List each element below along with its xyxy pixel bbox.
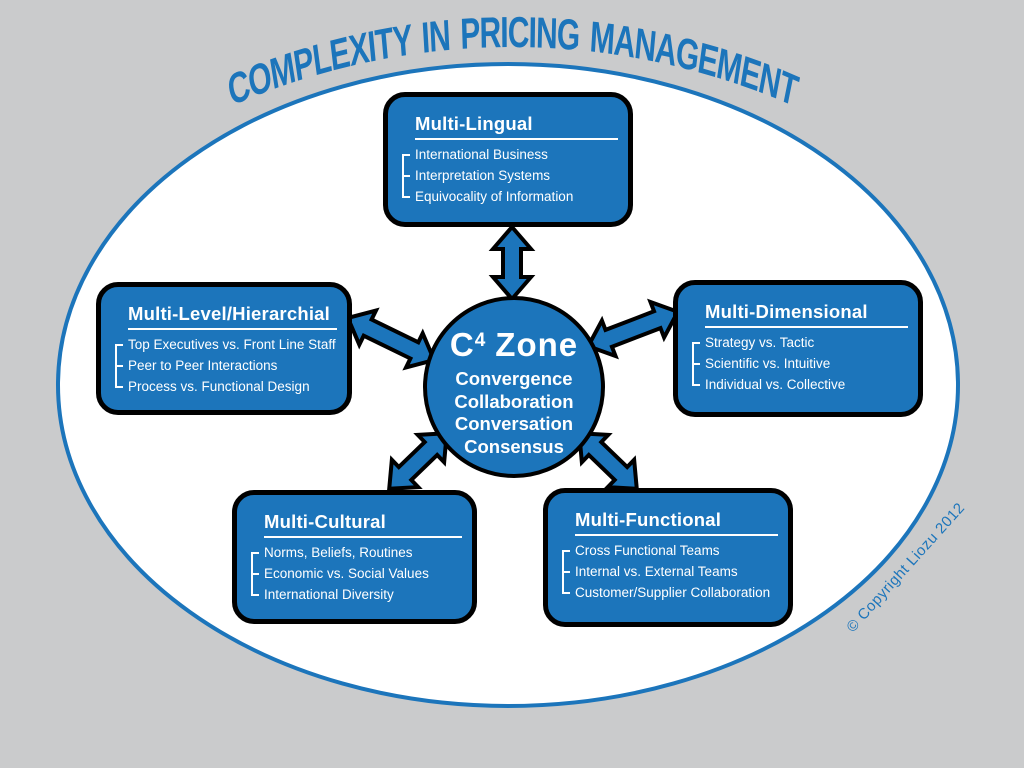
box-item: Top Executives vs. Front Line Staff xyxy=(115,334,341,355)
box-item-list: Top Executives vs. Front Line Staff Peer… xyxy=(115,334,341,397)
box-item: Norms, Beliefs, Routines xyxy=(251,542,466,563)
c4-letter: C xyxy=(449,326,475,363)
box-item-list: Strategy vs. Tactic Scientific vs. Intui… xyxy=(692,332,912,395)
box-title: Multi-Functional xyxy=(575,509,778,536)
box-item-list: International Business Interpretation Sy… xyxy=(402,144,622,207)
box-title: Multi-Lingual xyxy=(415,113,618,140)
c4-zone-item: Collaboration xyxy=(454,390,574,412)
box-item: International Business xyxy=(402,144,622,165)
double-arrow-bottom-left xyxy=(387,431,449,491)
box-multi-dimensional: Multi-Dimensional Strategy vs. Tactic Sc… xyxy=(673,280,923,417)
c4-zone-item-list: Convergence Collaboration Conversation C… xyxy=(427,368,601,458)
box-item: Economic vs. Social Values xyxy=(251,563,466,584)
box-item: Customer/Supplier Collaboration xyxy=(562,582,782,603)
box-multi-level-hierarchial: Multi-Level/Hierarchial Top Executives v… xyxy=(96,282,352,415)
box-item: Cross Functional Teams xyxy=(562,540,782,561)
c4-zone-item: Conversation xyxy=(454,413,574,434)
box-multi-lingual: Multi-Lingual International Business Int… xyxy=(383,92,633,227)
box-item-list: Cross Functional Teams Internal vs. Exte… xyxy=(562,540,782,603)
box-multi-cultural: Multi-Cultural Norms, Beliefs, Routines … xyxy=(232,490,477,624)
box-item: Interpretation Systems xyxy=(402,165,622,186)
c4-superscript: 4 xyxy=(474,330,487,351)
box-item: Individual vs. Collective xyxy=(692,374,912,395)
c4-zone-item: Consensus xyxy=(464,435,564,457)
box-item: International Diversity xyxy=(251,584,466,605)
box-item: Scientific vs. Intuitive xyxy=(692,353,912,374)
box-item: Internal vs. External Teams xyxy=(562,561,782,582)
box-item: Process vs. Functional Design xyxy=(115,376,341,397)
box-title: Multi-Cultural xyxy=(264,511,462,538)
box-item-list: Norms, Beliefs, Routines Economic vs. So… xyxy=(251,542,466,605)
zone-word: Zone xyxy=(495,326,579,363)
box-title: Multi-Level/Hierarchial xyxy=(128,303,337,330)
box-multi-functional: Multi-Functional Cross Functional Teams … xyxy=(543,488,793,627)
c4-zone-circle: C4 Zone Convergence Collaboration Convers… xyxy=(423,296,605,478)
c4-zone-heading: C4 Zone xyxy=(427,323,601,363)
box-title: Multi-Dimensional xyxy=(705,301,908,328)
box-item: Strategy vs. Tactic xyxy=(692,332,912,353)
box-item: Peer to Peer Interactions xyxy=(115,355,341,376)
box-item: Equivocality of Information xyxy=(402,186,622,207)
c4-zone-item: Convergence xyxy=(455,368,573,389)
